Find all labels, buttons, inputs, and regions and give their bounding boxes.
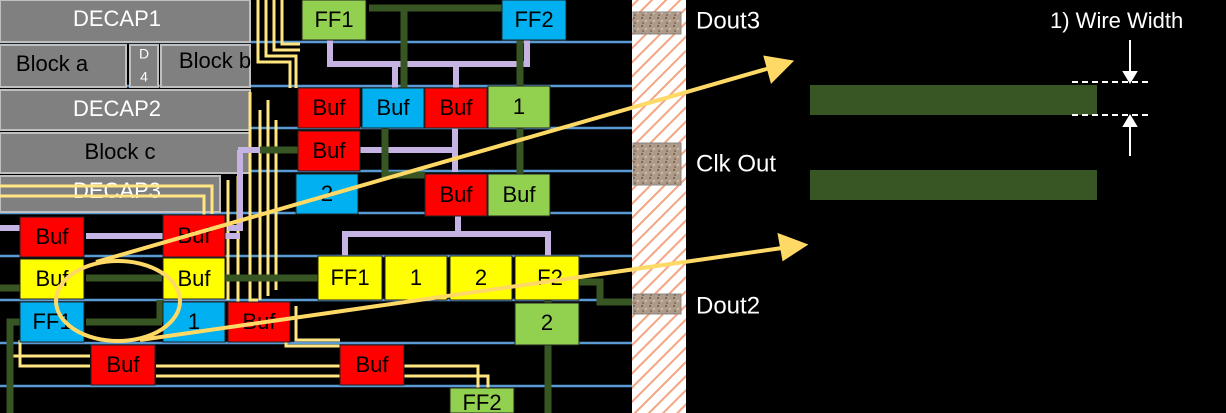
ff1-top-cell bbox=[301, 0, 367, 41]
buf-label-i: Buf bbox=[35, 266, 69, 291]
buf-cell-c bbox=[424, 87, 488, 129]
d4-label-top: D bbox=[139, 46, 149, 62]
buf-label-j: Buf bbox=[177, 266, 211, 291]
one-label-c: 1 bbox=[410, 265, 422, 290]
one-label-a: 1 bbox=[513, 94, 525, 119]
clk-out-label: Clk Out bbox=[696, 150, 776, 177]
ff2-bottom-cell bbox=[449, 387, 515, 413]
wire-sample-bottom bbox=[810, 170, 1097, 200]
decap3-block bbox=[0, 175, 221, 213]
buf-cell-h bbox=[162, 214, 226, 258]
dout3-label: Dout3 bbox=[696, 7, 760, 34]
buf-cell-b bbox=[361, 87, 425, 129]
buf-cell-e bbox=[424, 173, 488, 217]
one-cell-c bbox=[384, 255, 448, 301]
power-straps bbox=[0, 0, 490, 392]
buf-cell-m bbox=[339, 344, 405, 386]
buf-label-b: Buf bbox=[376, 95, 410, 120]
decap1-block bbox=[0, 0, 251, 43]
decap1-label: DECAP1 bbox=[73, 6, 161, 31]
buf-label-a: Buf bbox=[312, 95, 346, 120]
macro-blocks bbox=[0, 0, 251, 213]
buf-label-l: Buf bbox=[106, 352, 140, 377]
buf-label-m: Buf bbox=[355, 352, 389, 377]
zoom-arrows bbox=[95, 55, 809, 342]
ff1-top-label: FF1 bbox=[314, 7, 353, 32]
two-label-b: 2 bbox=[475, 265, 487, 290]
ff2-top-cell bbox=[501, 0, 567, 41]
buf-cell-a bbox=[297, 87, 361, 129]
buf-cell-l bbox=[90, 344, 156, 386]
ff2-top-label: FF2 bbox=[514, 7, 553, 32]
zoom-ellipse bbox=[54, 259, 182, 343]
wire-width-label: 1) Wire Width bbox=[1050, 8, 1183, 33]
buf-cell-i bbox=[19, 258, 85, 300]
standard-cells bbox=[19, 0, 580, 413]
signal-wires bbox=[0, 4, 632, 413]
block-a bbox=[0, 44, 127, 88]
two-cell-c bbox=[514, 302, 580, 346]
dout3-pad bbox=[632, 11, 682, 35]
decap2-label: DECAP2 bbox=[73, 96, 161, 121]
buf-label-c: Buf bbox=[439, 95, 473, 120]
width-dimension bbox=[1072, 40, 1152, 156]
buf-label-d: Buf bbox=[312, 138, 346, 163]
buf-label-g: Buf bbox=[35, 224, 69, 249]
buf-cell-j bbox=[162, 257, 226, 300]
d4-block bbox=[129, 44, 159, 88]
decap2-block bbox=[0, 89, 251, 131]
buf-cell-g bbox=[19, 216, 85, 258]
ff2-bottom-label: FF2 bbox=[462, 390, 501, 413]
clk-out-pad bbox=[632, 142, 682, 186]
block-a-label: Block a bbox=[16, 51, 89, 76]
ff1-left-cell bbox=[19, 301, 85, 343]
block-b bbox=[160, 44, 251, 88]
buf-cell-f bbox=[487, 173, 551, 217]
d4-label-bottom: 4 bbox=[140, 69, 148, 85]
block-c-label: Block c bbox=[85, 139, 156, 164]
block-b-label: Block b bbox=[179, 48, 251, 73]
wire-sample-top bbox=[810, 85, 1097, 115]
buf-label-e: Buf bbox=[439, 182, 473, 207]
io-boundary bbox=[632, 0, 686, 413]
one-cell-a bbox=[487, 85, 551, 129]
ff2-mid-label: F2 bbox=[537, 265, 563, 290]
dout2-pad bbox=[632, 293, 682, 315]
ff1-mid-cell bbox=[317, 255, 383, 301]
ff1-mid-label: FF1 bbox=[330, 265, 369, 290]
one-label-b: 1 bbox=[188, 309, 200, 334]
buf-cell-d bbox=[297, 130, 361, 172]
buf-label-f: Buf bbox=[502, 182, 536, 207]
decap3-label: DECAP3 bbox=[73, 178, 161, 203]
dout2-label: Dout2 bbox=[696, 292, 760, 319]
two-label-a: 2 bbox=[321, 181, 333, 206]
two-label-c: 2 bbox=[541, 310, 553, 335]
